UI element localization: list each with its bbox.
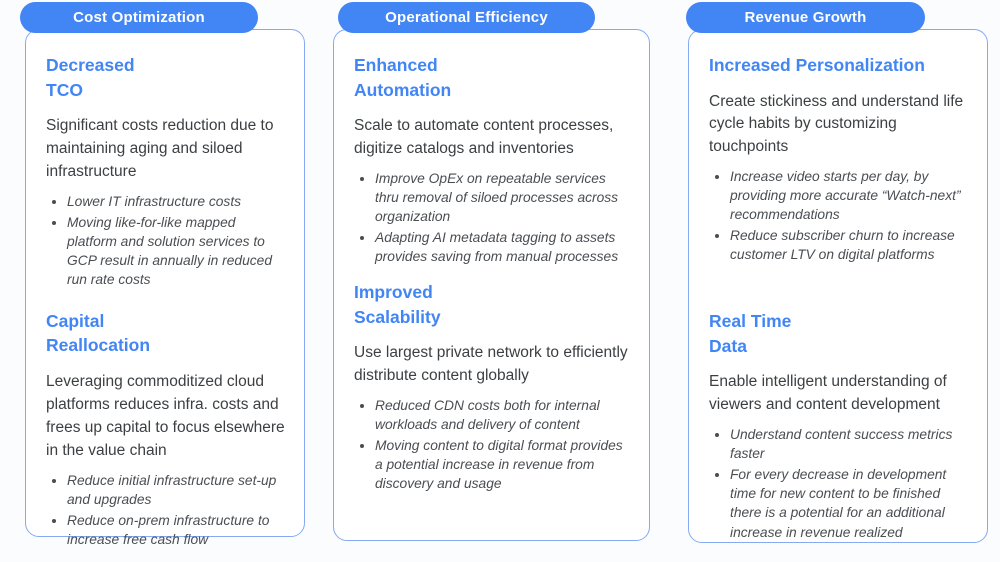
section-enhanced-automation: Enhanced Automation Scale to automate co… xyxy=(354,53,632,266)
bullet-item: Adapting AI metadata tagging to assets p… xyxy=(375,228,632,266)
bullet-item: Increase video starts per day, by provid… xyxy=(730,167,970,224)
bullet-list: Increase video starts per day, by provid… xyxy=(709,167,970,264)
bullet-item: Moving content to digital format provide… xyxy=(375,436,632,493)
bullet-item: Reduce on-prem infrastructure to increas… xyxy=(67,511,287,549)
bullet-item: Lower IT infrastructure costs xyxy=(67,192,287,211)
pill-revenue-growth: Revenue Growth xyxy=(686,2,925,33)
column-operational-efficiency: Operational Efficiency Enhanced Automati… xyxy=(333,2,651,541)
section-heading: Improved Scalability xyxy=(354,282,441,327)
bullet-item: Understand content success metrics faste… xyxy=(730,425,970,463)
bullet-item: For every decrease in development time f… xyxy=(730,465,970,541)
pill-operational-efficiency: Operational Efficiency xyxy=(338,2,595,33)
section-paragraph: Scale to automate content processes, dig… xyxy=(354,117,614,157)
bullet-list: Understand content success metrics faste… xyxy=(709,425,970,541)
column-cost-optimization: Cost Optimization Decreased TCO Signific… xyxy=(20,2,306,547)
section-heading: Capital Reallocation xyxy=(46,310,151,356)
column-revenue-growth: Revenue Growth Increased Personalization… xyxy=(686,2,988,543)
bullet-list: Reduce initial infrastructure set-up and… xyxy=(46,471,287,549)
section-increased-personalization: Increased Personalization Create stickin… xyxy=(709,53,970,264)
section-heading: Increased Personalization xyxy=(709,55,925,75)
card-cost-optimization: Decreased TCO Significant costs reductio… xyxy=(25,29,305,547)
section-decreased-tco: Decreased TCO Significant costs reductio… xyxy=(46,53,287,289)
bullet-list: Improve OpEx on repeatable services thru… xyxy=(354,169,632,266)
bullet-item: Reduce initial infrastructure set-up and… xyxy=(67,471,287,509)
section-paragraph: Leveraging commoditized cloud platforms … xyxy=(46,372,285,459)
section-real-time-data: Real Time Data Enable intelligent unders… xyxy=(709,309,970,541)
section-paragraph: Enable intelligent understanding of view… xyxy=(709,373,947,414)
bullet-list: Lower IT infrastructure costs Moving lik… xyxy=(46,192,287,289)
section-heading: Decreased TCO xyxy=(46,55,135,100)
pill-cost-optimization: Cost Optimization xyxy=(20,2,258,33)
section-capital-reallocation: Capital Reallocation Leveraging commodit… xyxy=(46,309,287,549)
bullet-item: Improve OpEx on repeatable services thru… xyxy=(375,169,632,226)
bullet-list: Reduced CDN costs both for internal work… xyxy=(354,396,632,493)
section-paragraph: Significant costs reduction due to maint… xyxy=(46,117,274,180)
section-paragraph: Create stickiness and understand life cy… xyxy=(709,92,964,156)
section-paragraph: Use largest private network to efficient… xyxy=(354,344,628,384)
card-revenue-growth: Increased Personalization Create stickin… xyxy=(688,29,988,543)
bullet-item: Reduce subscriber churn to increase cust… xyxy=(730,226,970,264)
section-improved-scalability: Improved Scalability Use largest private… xyxy=(354,280,632,493)
bullet-item: Reduced CDN costs both for internal work… xyxy=(375,396,632,434)
section-heading: Enhanced Automation xyxy=(354,55,452,100)
card-operational-efficiency: Enhanced Automation Scale to automate co… xyxy=(333,29,650,541)
section-heading: Real Time Data xyxy=(709,311,792,356)
bullet-item: Moving like-for-like mapped platform and… xyxy=(67,213,287,289)
